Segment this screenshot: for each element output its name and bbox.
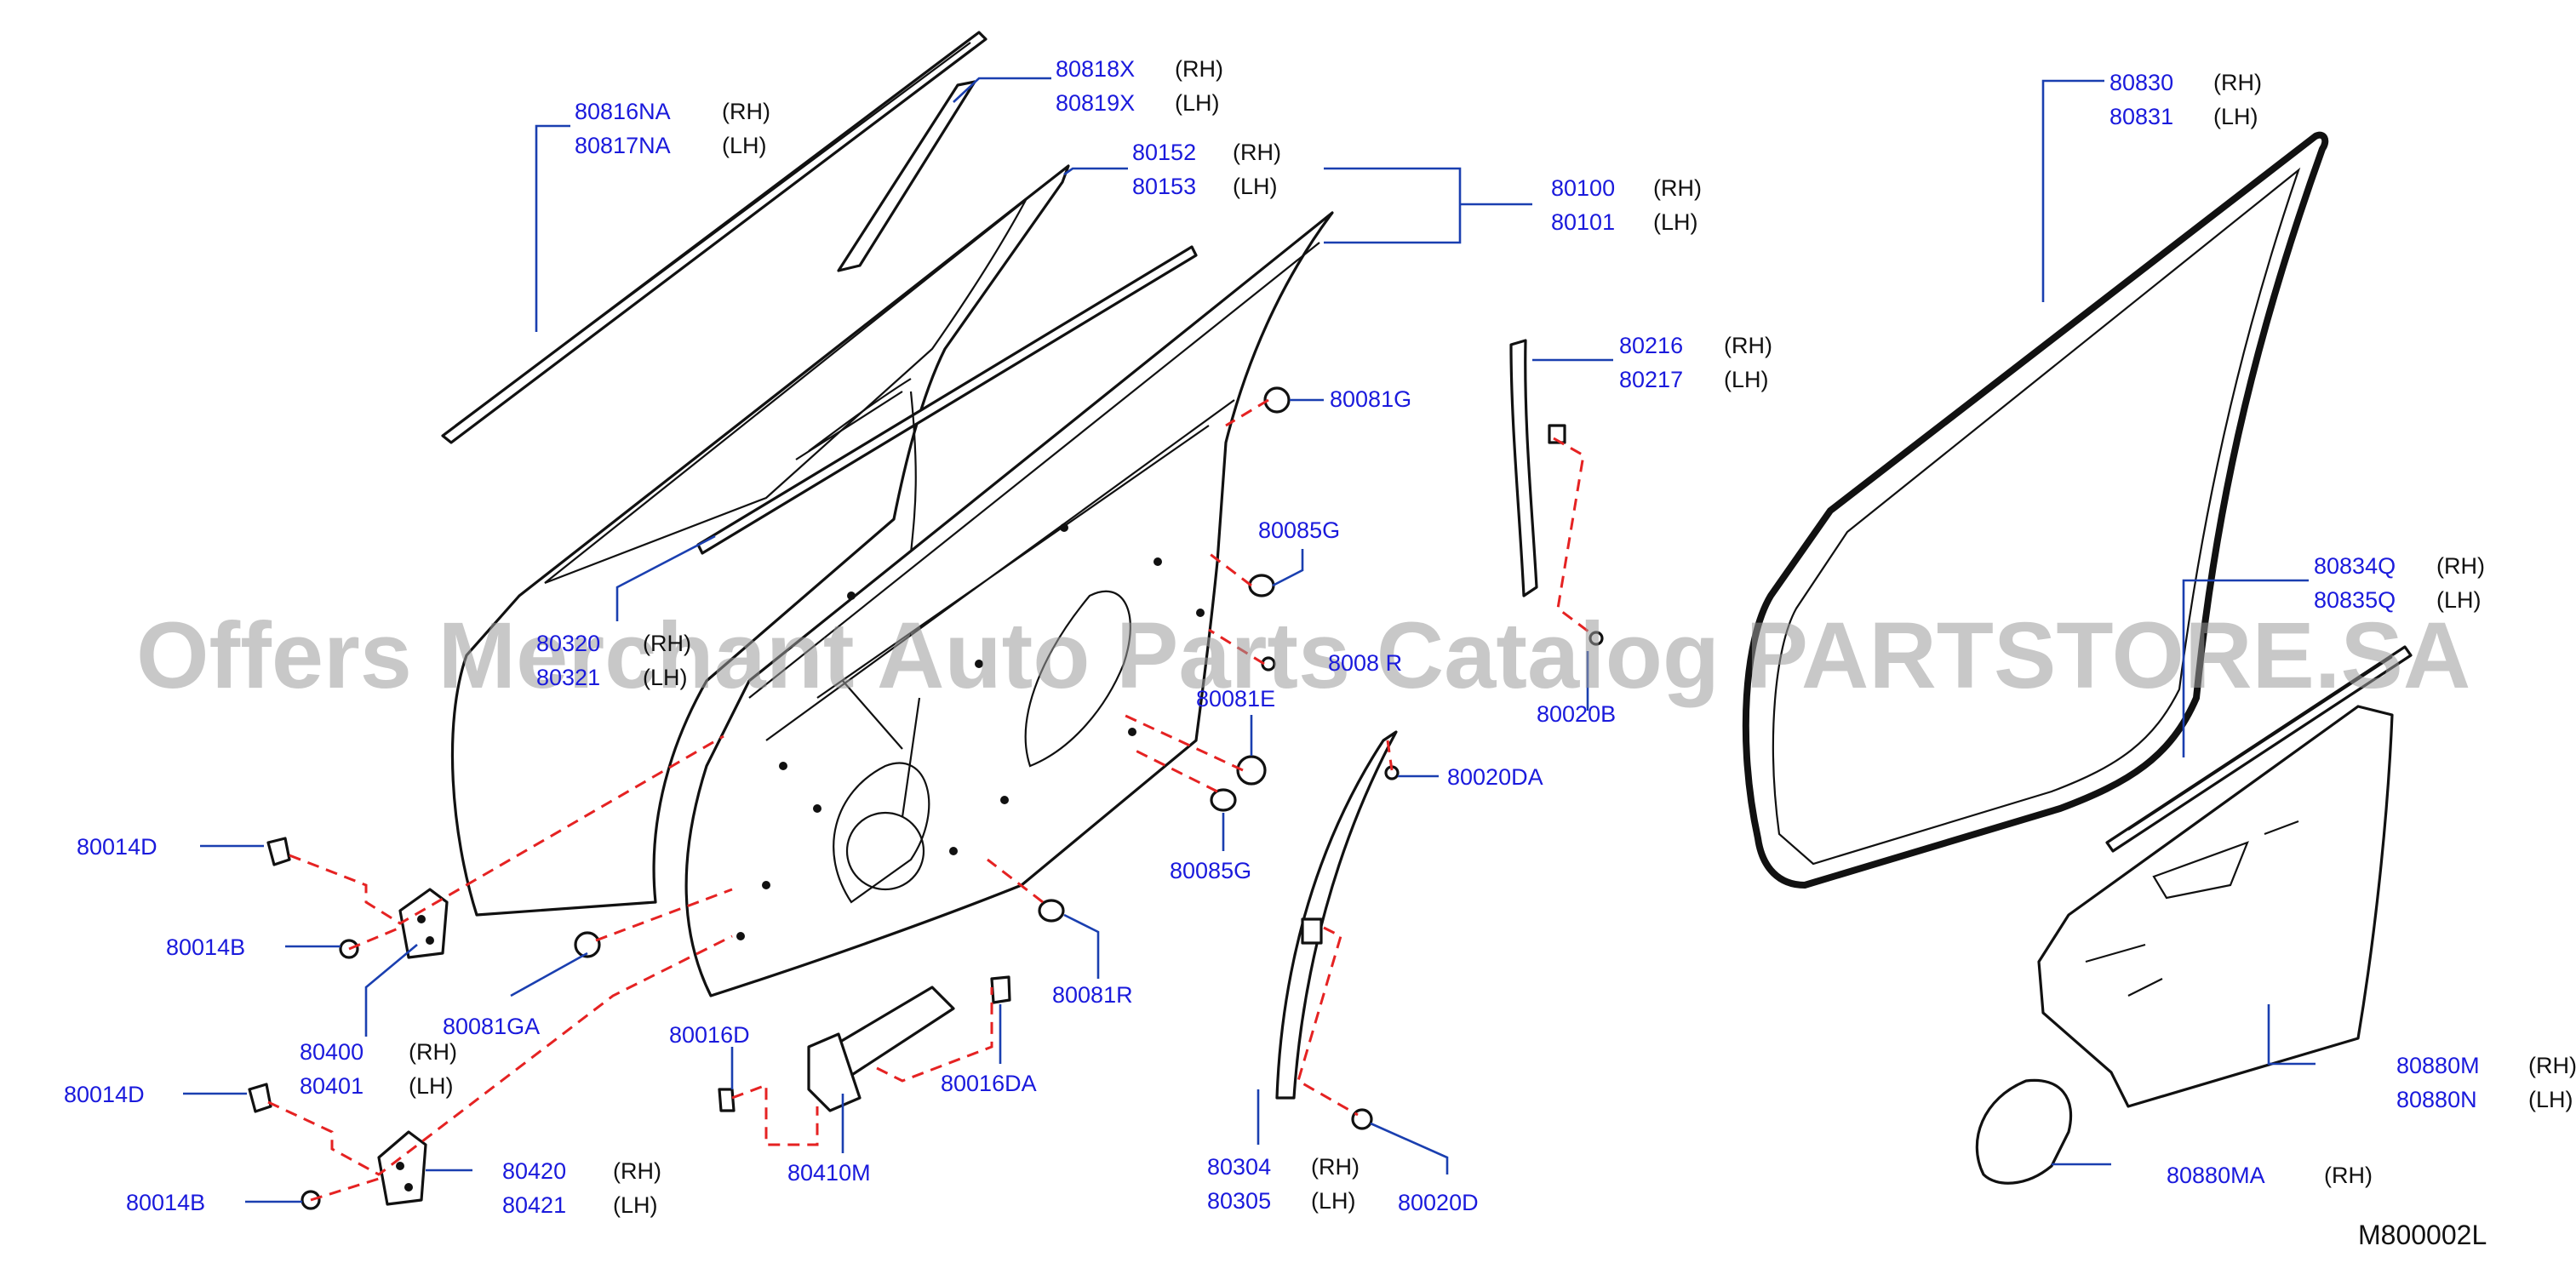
part-number-80014d-lower[interactable]: 80014D [64,1082,145,1107]
part-number-lh[interactable]: 80153 [1132,174,1196,199]
part-number-80085g-lower[interactable]: 80085G [1170,858,1251,883]
side-tag-rh: (RH) [1724,333,1772,358]
part-number-lh[interactable]: 80831 [2109,104,2173,129]
part-number-80014d-upper[interactable]: 80014D [77,834,157,860]
side-tag-rh: (RH) [1653,175,1702,201]
check-link [807,986,955,1112]
part-number-80016da[interactable]: 80016DA [941,1071,1037,1096]
part-number-80081e[interactable]: 80081E [1196,686,1275,712]
rear-sash [1509,339,1566,597]
door-panel [684,211,1334,997]
part-number-lh[interactable]: 80819X [1056,90,1135,116]
catalog-code: M800002L [2358,1220,2487,1250]
side-tag-lh: (LH) [2436,587,2482,613]
front-sash [1275,730,1398,1100]
callout-weatherstrip[interactable]: 80830 (RH) 80831 (LH) [2109,70,2262,129]
part-number-rh[interactable]: 80216 [1619,333,1683,358]
side-tag-lh: (LH) [2213,104,2258,129]
side-tag-rh: (RH) [2213,70,2262,95]
watermark-text: Offers Merchant Auto Parts Catalog PARTS… [136,603,2470,708]
callout-glass-run-upper[interactable]: 80816NA (RH) 80817NA (LH) [575,99,770,158]
side-tag-lh: (LH) [722,133,767,158]
part-number-80020da[interactable]: 80020DA [1447,764,1543,790]
door-weatherstrip [1742,131,2329,889]
callout-outside-moulding[interactable]: 80320 (RH) 80321 (LH) [536,631,691,690]
part-number-rh[interactable]: 80304 [1207,1154,1271,1180]
side-tag-rh: (RH) [722,99,770,124]
part-number-rh[interactable]: 80152 [1132,140,1196,165]
part-number-80410m[interactable]: 80410M [787,1160,871,1186]
part-number-rh[interactable]: 80830 [2109,70,2173,95]
callout-rear-sash[interactable]: 80216 (RH) 80217 (LH) [1619,333,1772,392]
part-number-rh[interactable]: 80816NA [575,99,671,124]
callout-inner-weatherstrip[interactable]: 80834Q (RH) 80835Q (LH) [2314,553,2485,613]
part-number-lh[interactable]: 80817NA [575,133,671,158]
part-number-rh[interactable]: 80420 [502,1158,566,1184]
side-tag-rh: (RH) [643,631,691,656]
callout-lower-hinge[interactable]: 80420 (RH) 80421 (LH) [502,1158,661,1218]
part-number-lh[interactable]: 80217 [1619,367,1683,392]
callout-front-sash[interactable]: 80304 (RH) 80305 (LH) [1207,1154,1360,1214]
side-tag-rh: (RH) [613,1158,661,1184]
callout-sash-cover[interactable]: 80818X (RH) 80819X (LH) [1056,56,1223,116]
sealing-screen [2037,705,2394,1108]
part-number-rh[interactable]: 80834Q [2314,553,2396,579]
part-number-rh[interactable]: 80320 [536,631,600,656]
lower-hinge [377,1130,427,1206]
side-tag-lh: (LH) [613,1192,658,1218]
part-number-lh[interactable]: 80835Q [2314,587,2396,613]
assembly-lines [267,398,1593,1202]
side-tag-rh: (RH) [1175,56,1223,82]
side-tag-lh: (LH) [409,1073,454,1099]
callout-singles: 80081G 80085G 8008 R 80020B 80081E 80020… [64,386,1616,1215]
part-number-rh[interactable]: 80880M [2396,1053,2480,1078]
side-tag-lh: (LH) [1175,90,1220,116]
callout-door-panel[interactable]: 80100 (RH) 80101 (LH) [1551,175,1702,235]
side-tag-rh: (RH) [1311,1154,1360,1180]
upper-hinge [398,888,449,959]
part-number-80081r[interactable]: 80081R [1052,982,1133,1008]
part-number-80081g[interactable]: 80081G [1330,386,1411,412]
side-tag-lh: (LH) [643,665,688,690]
part-number-80081ga[interactable]: 80081GA [443,1014,540,1039]
part-number-lh[interactable]: 80305 [1207,1188,1271,1214]
part-number-80014b-upper[interactable]: 80014B [166,934,245,960]
part-number-80085g-upper[interactable]: 80085G [1258,517,1340,543]
side-tag-lh: (LH) [2528,1087,2573,1112]
side-tag-rh: (RH) [1233,140,1281,165]
side-tag-rh: (RH) [2436,553,2485,579]
part-number-lh[interactable]: 80321 [536,665,600,690]
part-number-lh[interactable]: 80880N [2396,1087,2477,1112]
part-number-lh[interactable]: 80421 [502,1192,566,1218]
part-number-rh[interactable]: 80880MA [2167,1163,2265,1188]
part-number-80020d[interactable]: 80020D [1398,1190,1479,1215]
side-tag-lh: (LH) [1724,367,1769,392]
side-tag-lh: (LH) [1311,1188,1356,1214]
leader-lines [183,77,2316,1203]
callout-sealing-screen-small[interactable]: 80880MA (RH) [2167,1163,2373,1188]
part-number-rh[interactable]: 80100 [1551,175,1615,201]
side-tag-lh: (LH) [1653,209,1698,235]
side-tag-rh: (RH) [2324,1163,2373,1188]
part-number-80016d[interactable]: 80016D [669,1022,750,1048]
callout-upper-hinge[interactable]: 80400 (RH) 80401 (LH) [300,1039,457,1099]
part-number-lh[interactable]: 80401 [300,1073,364,1099]
part-number-80020b[interactable]: 80020B [1537,701,1616,727]
sash-cover [837,80,976,272]
glass-run-upper-strip [441,31,987,444]
door-frame-glass [450,164,1198,917]
sealing-screen-small [1975,1078,2073,1185]
part-number-lh[interactable]: 80101 [1551,209,1615,235]
side-tag-rh: (RH) [2528,1053,2576,1078]
side-tag-rh: (RH) [409,1039,457,1065]
inner-weatherstrip [2105,645,2413,853]
part-number-rh[interactable]: 80818X [1056,56,1135,82]
callout-door-frame[interactable]: 80152 (RH) 80153 (LH) [1132,140,1281,199]
part-number-rh[interactable]: 80400 [300,1039,364,1065]
side-tag-lh: (LH) [1233,174,1278,199]
part-number-80014b-lower[interactable]: 80014B [126,1190,205,1215]
part-number-8008r-partial[interactable]: 8008 R [1328,650,1402,676]
callout-sealing-screen[interactable]: 80880M (RH) 80880N (LH) [2396,1053,2576,1112]
